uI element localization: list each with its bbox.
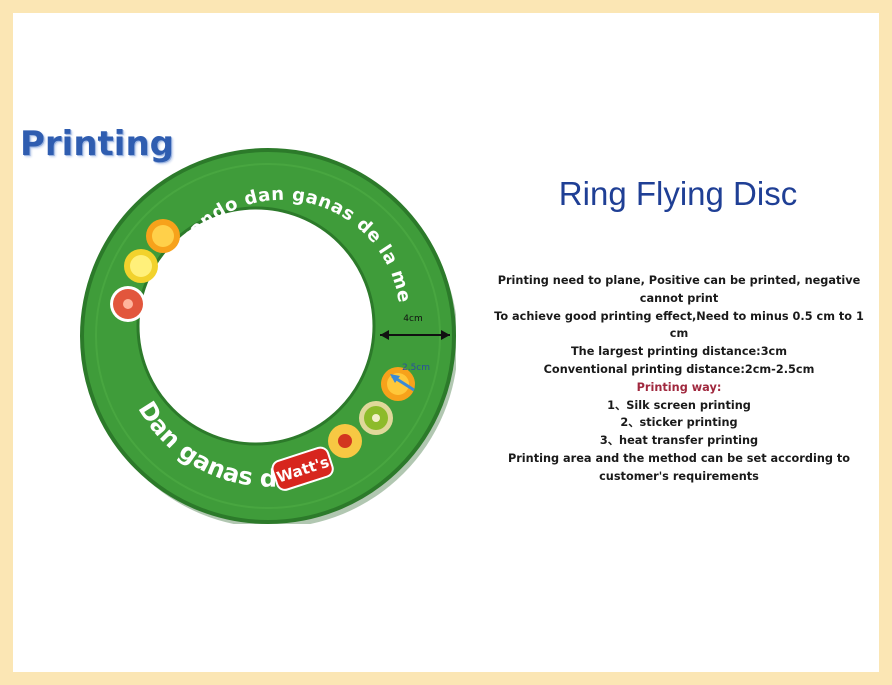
orange-slice-icon xyxy=(146,219,180,253)
description-line: Conventional printing distance:2cm-2.5cm xyxy=(543,362,815,376)
description-line: The largest printing distance:3cm xyxy=(570,345,788,359)
printing-method-item: 3、heat transfer printing xyxy=(599,434,759,448)
print-distance-arrow: 2.5cm xyxy=(390,363,430,392)
printing-method-item: 2、sticker printing xyxy=(620,416,738,430)
width-label: 4cm xyxy=(403,314,422,324)
printing-description: Printing need to plane, Positive can be … xyxy=(493,272,865,486)
printing-method-item: 1、Silk screen printing xyxy=(607,398,751,412)
section-heading: Printing xyxy=(20,124,174,164)
description-line: To achieve good printing effect,Need to … xyxy=(494,309,864,341)
distance-label: 2.5cm xyxy=(402,363,430,373)
ring-flying-disc-image: Cuando dan ganas de la mejor fruta Dan g… xyxy=(80,148,456,524)
description-line: Printing need to plane, Positive can be … xyxy=(497,274,861,305)
width-dimension-arrow: 4cm xyxy=(380,314,450,340)
printing-way-label: Printing way: xyxy=(636,380,722,394)
peach-slice-icon xyxy=(328,424,362,458)
lemon-slice-icon xyxy=(124,249,158,283)
product-title: Ring Flying Disc xyxy=(558,175,798,212)
grapefruit-slice-icon xyxy=(110,286,146,322)
disc-hole xyxy=(138,208,374,444)
description-line: Printing area and the method can be set … xyxy=(507,451,851,483)
kiwi-slice-icon xyxy=(359,401,393,435)
watts-logo: Watt's xyxy=(271,446,334,491)
